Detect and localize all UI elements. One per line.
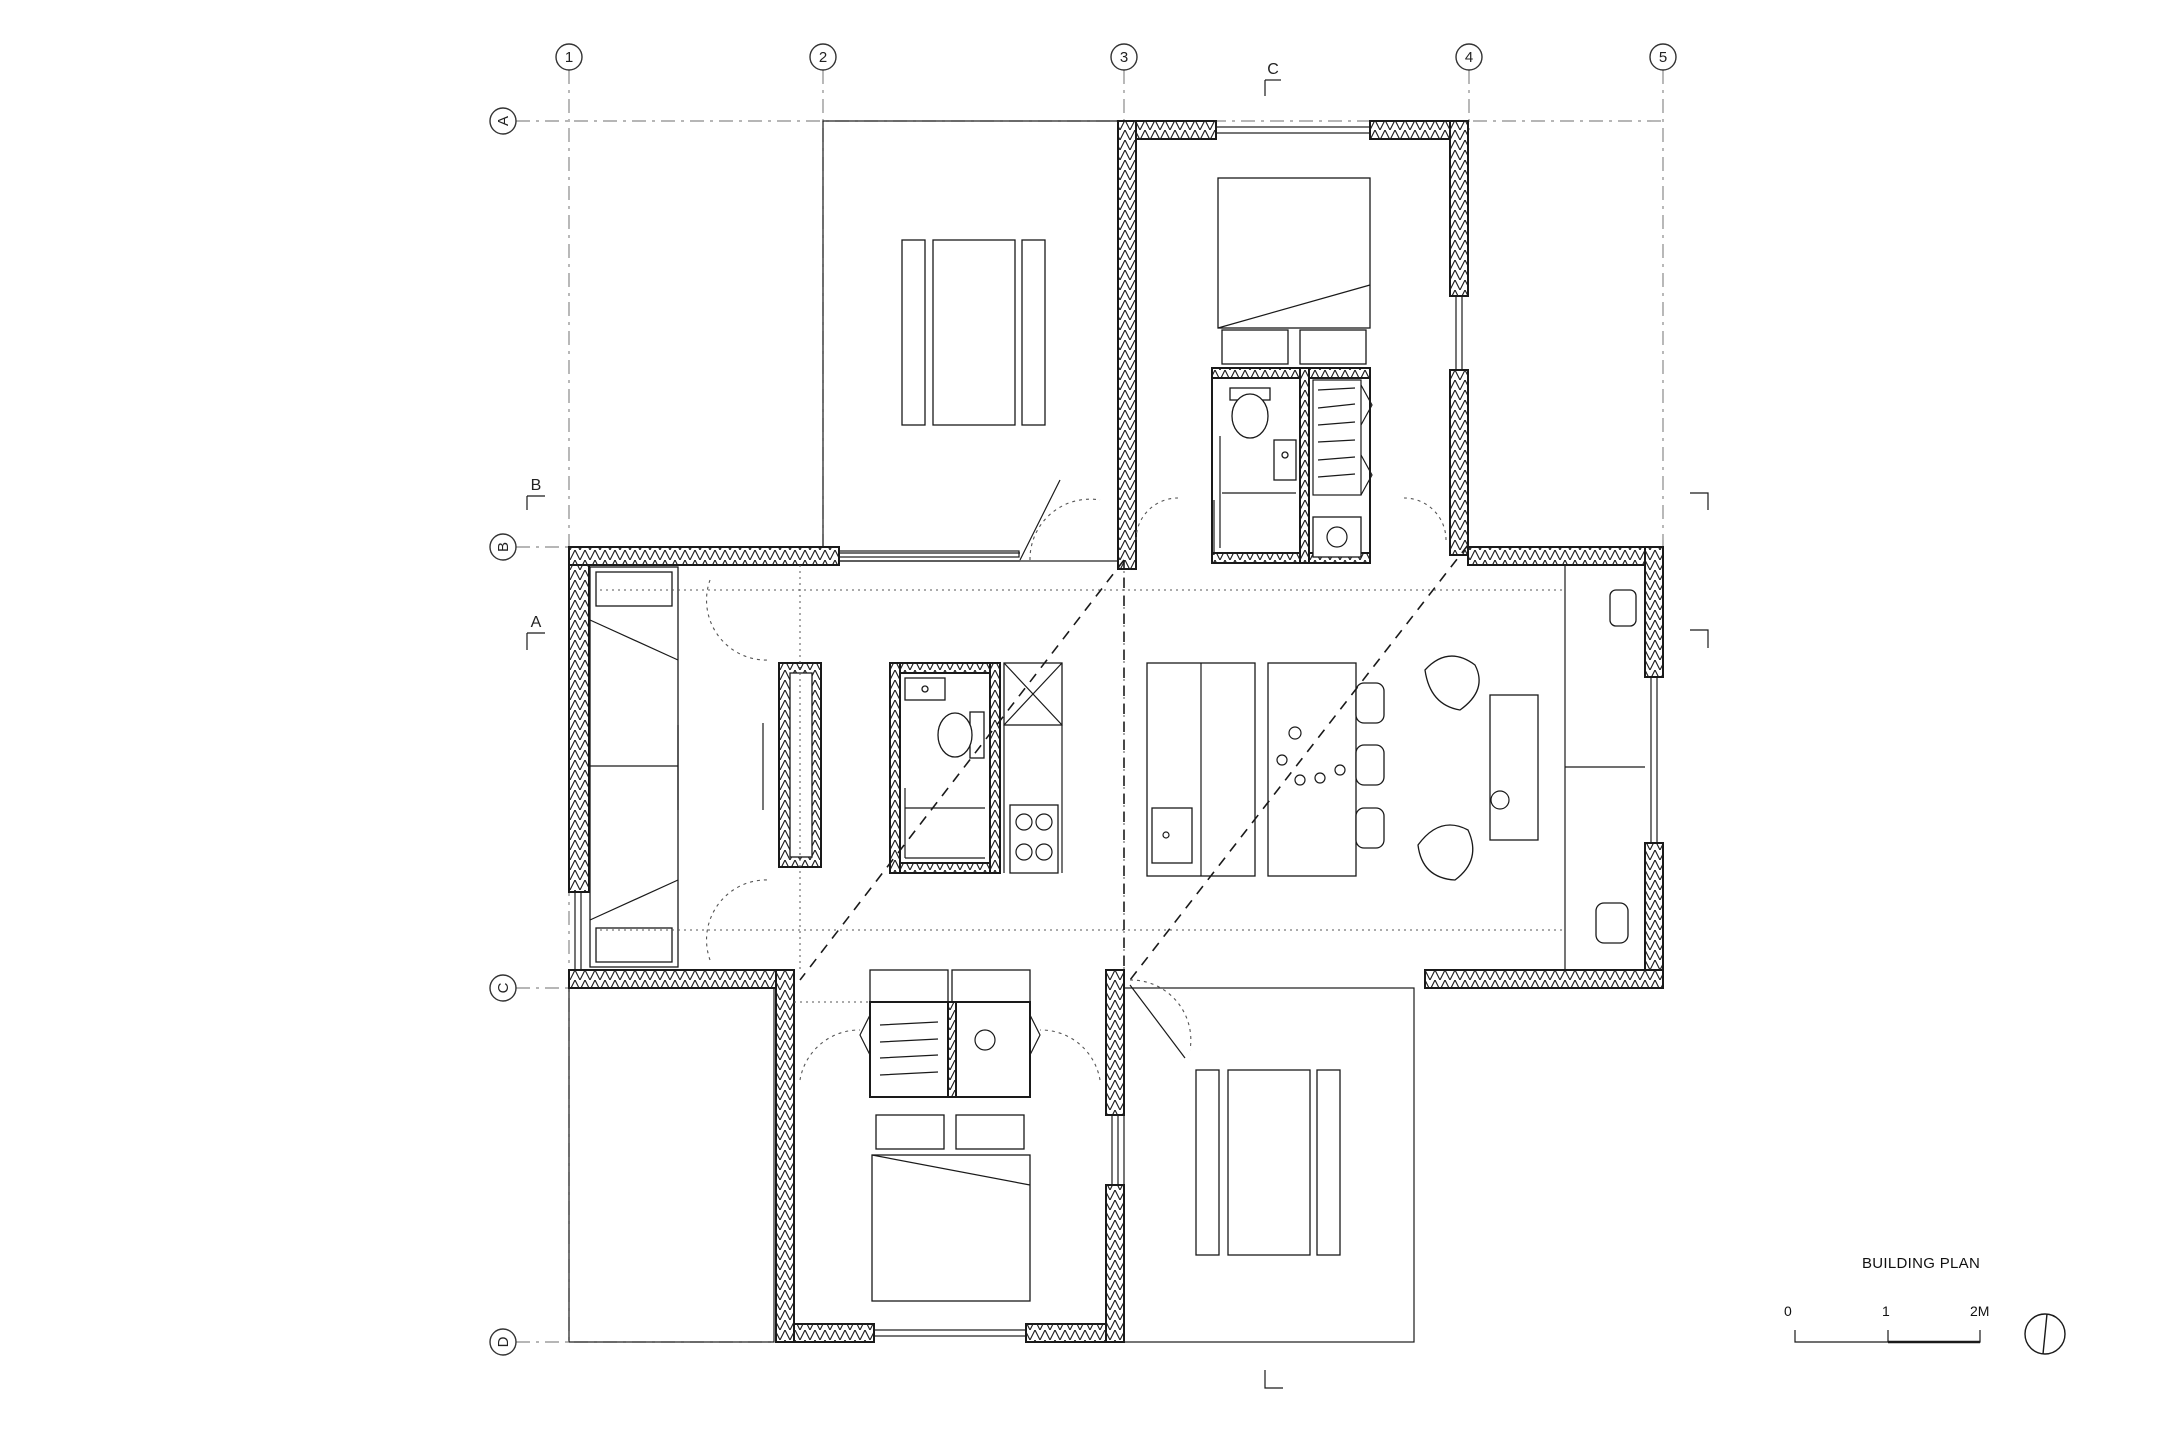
svg-text:4: 4	[1465, 49, 1473, 66]
deck-bottom-right	[1123, 987, 1415, 1343]
drawing-title: BUILDING PLAN	[1862, 1255, 1981, 1272]
scale-label-1: 1	[1882, 1303, 1890, 1319]
section-marker-c-bottom	[1264, 1370, 1283, 1389]
grid-bubble-b: B	[489, 533, 517, 561]
svg-text:5: 5	[1659, 49, 1667, 66]
deck-bottom-left	[568, 987, 775, 1343]
svg-text:A: A	[495, 116, 512, 126]
svg-text:C: C	[495, 982, 512, 993]
bedroom-bottom	[775, 969, 1125, 1343]
grid-column-bubbles: 1 2 3 4 5	[555, 43, 1677, 71]
main-band	[568, 479, 1664, 1059]
svg-text:B: B	[531, 477, 542, 494]
grid-bubble-c: C	[489, 974, 517, 1002]
svg-text:3: 3	[1120, 49, 1128, 66]
bedroom-top	[1117, 120, 1469, 570]
grid-row-bubbles: A B C D	[489, 107, 517, 1356]
diagonal-section-lines	[799, 544, 1469, 981]
section-marker-c-top: C	[1264, 61, 1281, 96]
section-marker-right-b	[1690, 492, 1709, 510]
svg-text:2: 2	[819, 49, 827, 66]
grid-bubble-5: 5	[1649, 43, 1677, 71]
grid-bubble-a: A	[489, 107, 517, 135]
section-marker-b: B	[526, 477, 545, 510]
grid-bubble-3: 3	[1110, 43, 1138, 71]
grid-bubble-1: 1	[555, 43, 583, 71]
svg-text:B: B	[495, 542, 512, 552]
svg-text:1: 1	[565, 49, 573, 66]
scale-label-0: 0	[1784, 1303, 1792, 1319]
north-arrow-icon	[2024, 1313, 2066, 1355]
deck-top-left	[822, 120, 1125, 562]
svg-text:D: D	[495, 1336, 512, 1347]
grid-bubble-4: 4	[1455, 43, 1483, 71]
section-markers: C B A	[526, 61, 1709, 1389]
svg-text:A: A	[531, 614, 542, 631]
section-marker-a: A	[526, 614, 545, 650]
scale-bar	[1794, 1330, 1981, 1344]
section-marker-right-a	[1690, 629, 1709, 648]
grid-bubble-2: 2	[809, 43, 837, 71]
grid-bubble-d: D	[489, 1328, 517, 1356]
scale-label-2m: 2M	[1970, 1303, 1990, 1319]
svg-text:C: C	[1267, 61, 1279, 78]
